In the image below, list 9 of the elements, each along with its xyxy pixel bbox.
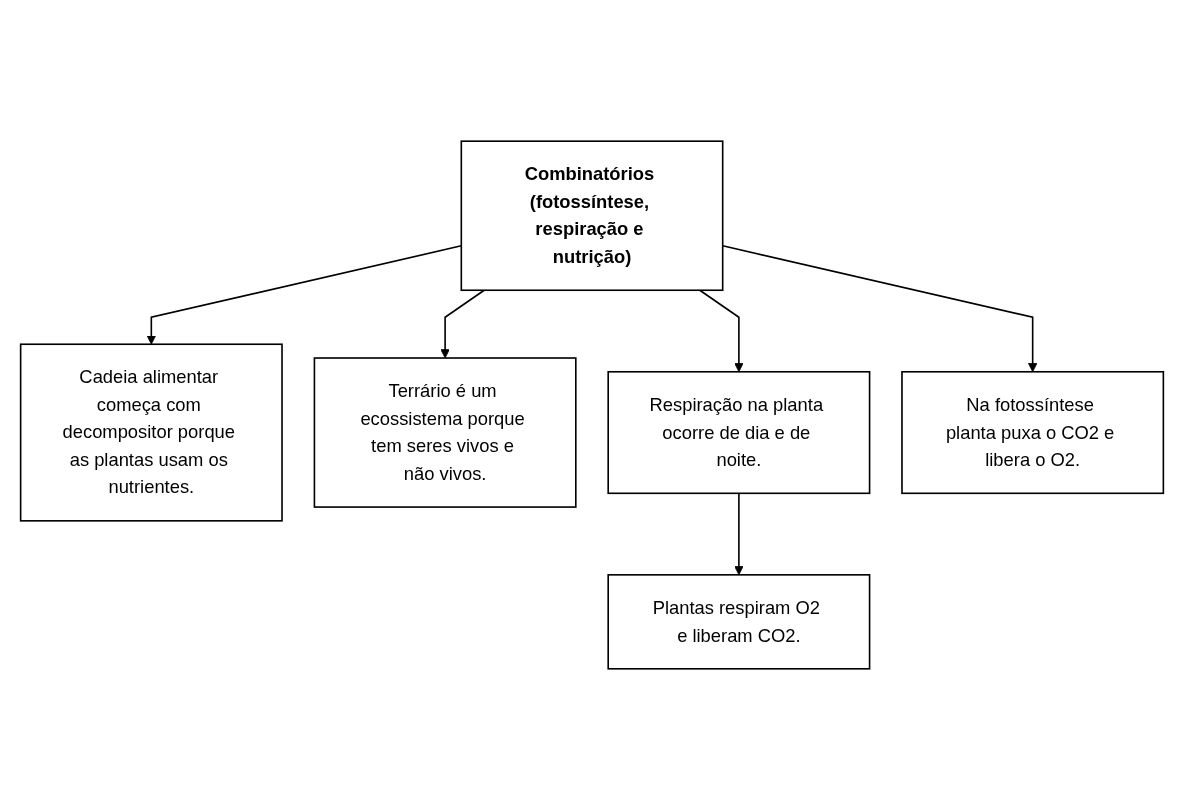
node-box: Plantas respiram O2 e liberam CO2.: [607, 574, 871, 670]
node-box: Na fotossíntese planta puxa o CO2 e libera o O2.: [901, 371, 1165, 495]
arrow: [734, 492, 744, 576]
arrow: [440, 289, 485, 359]
node-box: Combinatórios (fotossíntese, respiração e nutrição): [460, 140, 724, 292]
node-box: Respiração na planta ocorre de dia e de noite.: [607, 371, 871, 495]
node-box: Cadeia alimentar começa com decompositor porque as plantas usam os nutrientes.: [19, 343, 283, 522]
arrow: [699, 289, 744, 373]
node-box: Terrário é um ecossistema porque tem seres vivos e não vivos.: [313, 357, 577, 508]
